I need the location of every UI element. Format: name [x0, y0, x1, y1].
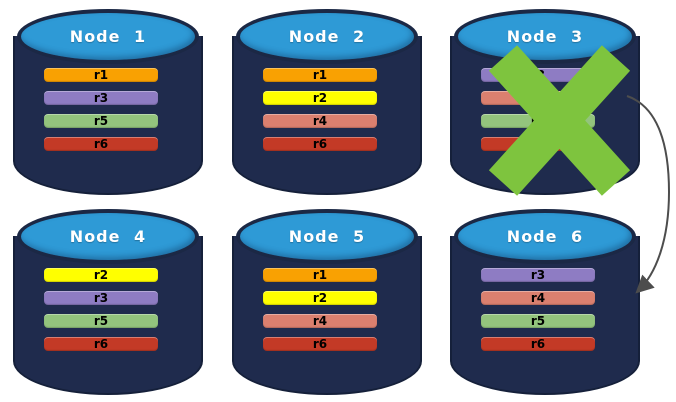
node-6-cylinder-top: Node 6 — [454, 209, 636, 264]
replica-bar: r6 — [481, 137, 595, 151]
replica-bar: r1 — [263, 68, 377, 82]
replica-label: r3 — [93, 91, 109, 105]
replica-label: r1 — [312, 268, 328, 282]
node-6-replica-list: r3 r4 r5 r6 — [481, 268, 595, 351]
replica-label: r2 — [93, 268, 109, 282]
node-1-replica-list: r1 r3 r5 r6 — [44, 68, 158, 151]
replica-bar: r3 — [481, 68, 595, 82]
replica-label: r5 — [530, 114, 546, 128]
node-6-title: Node 6 — [506, 226, 584, 246]
replica-label: r5 — [530, 314, 546, 328]
replica-label: r4 — [312, 114, 328, 128]
replica-label: r1 — [312, 68, 328, 82]
replica-label: r3 — [530, 268, 546, 282]
replica-bar: r5 — [44, 114, 158, 128]
replica-bar: r6 — [44, 337, 158, 351]
replica-bar: r2 — [263, 91, 377, 105]
replica-label: r4 — [530, 291, 546, 305]
replica-bar: r5 — [481, 114, 595, 128]
replica-bar: r6 — [481, 337, 595, 351]
replica-label: r6 — [93, 337, 109, 351]
node-3-cylinder-top: Node 3 — [454, 9, 636, 64]
node-1-cylinder-top: Node 1 — [17, 9, 199, 64]
node-5: Node 5 r1 r2 r4 r6 — [232, 208, 422, 395]
replica-bar: r6 — [44, 137, 158, 151]
replica-bar: r2 — [263, 291, 377, 305]
replica-bar: r6 — [263, 337, 377, 351]
replica-label: r6 — [312, 137, 328, 151]
replica-label: r1 — [93, 68, 109, 82]
node-1: Node 1 r1 r3 r5 r6 — [13, 8, 203, 195]
node-5-replica-list: r1 r2 r4 r6 — [263, 268, 377, 351]
replica-bar: r6 — [263, 137, 377, 151]
node-3-replica-list: r3 r4 r5 r6 — [481, 68, 595, 151]
replica-bar: r3 — [44, 91, 158, 105]
replica-bar: r1 — [44, 68, 158, 82]
node-3: Node 3 r3 r4 r5 r6 — [450, 8, 640, 195]
replica-label: r2 — [312, 291, 328, 305]
node-5-cylinder-top: Node 5 — [236, 209, 418, 264]
node-5-title: Node 5 — [288, 226, 366, 246]
replica-label: r3 — [530, 68, 546, 82]
replica-label: r5 — [93, 114, 109, 128]
replica-label: r6 — [312, 337, 328, 351]
replica-label: r5 — [93, 314, 109, 328]
replica-bar: r4 — [481, 91, 595, 105]
replica-label: r6 — [93, 137, 109, 151]
replica-bar: r2 — [44, 268, 158, 282]
node-1-title: Node 1 — [69, 26, 147, 46]
node-4-replica-list: r2 r3 r5 r6 — [44, 268, 158, 351]
node-4-title: Node 4 — [69, 226, 147, 246]
replica-bar: r1 — [263, 268, 377, 282]
node-3-title: Node 3 — [506, 26, 584, 46]
replica-bar: r4 — [263, 314, 377, 328]
replica-bar: r4 — [263, 114, 377, 128]
replica-label: r4 — [530, 91, 546, 105]
node-4-cylinder-top: Node 4 — [17, 209, 199, 264]
replica-label: r6 — [530, 137, 546, 151]
replica-label: r2 — [312, 91, 328, 105]
replica-bar: r5 — [44, 314, 158, 328]
node-2: Node 2 r1 r2 r4 r6 — [232, 8, 422, 195]
replica-label: r3 — [93, 291, 109, 305]
replica-bar: r5 — [481, 314, 595, 328]
node-6: Node 6 r3 r4 r5 r6 — [450, 208, 640, 395]
node-2-replica-list: r1 r2 r4 r6 — [263, 68, 377, 151]
node-2-cylinder-top: Node 2 — [236, 9, 418, 64]
node-2-title: Node 2 — [288, 26, 366, 46]
replica-label: r6 — [530, 337, 546, 351]
node-4: Node 4 r2 r3 r5 r6 — [13, 208, 203, 395]
replica-bar: r4 — [481, 291, 595, 305]
replica-label: r4 — [312, 314, 328, 328]
replica-bar: r3 — [481, 268, 595, 282]
replica-bar: r3 — [44, 291, 158, 305]
